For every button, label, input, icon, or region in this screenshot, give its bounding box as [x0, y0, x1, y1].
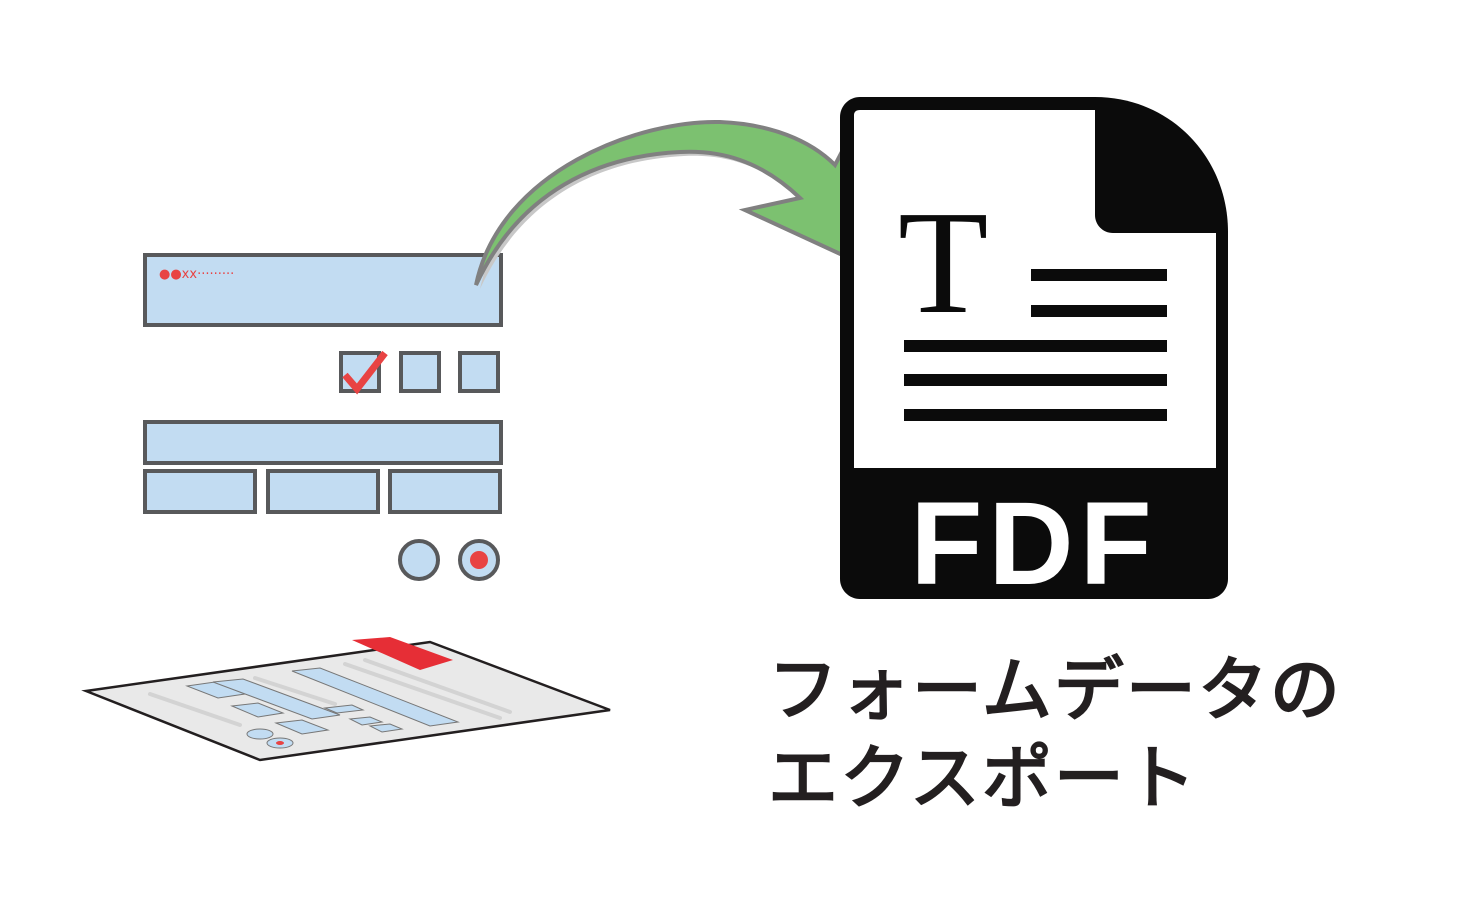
text-line — [904, 374, 1167, 386]
checkbox-unchecked — [458, 351, 500, 393]
radio-unselected — [398, 539, 440, 581]
text-line — [1031, 269, 1167, 281]
caption-line-1: フォームデータの — [768, 649, 1342, 731]
radio-dot-icon — [470, 551, 488, 569]
text-line — [904, 409, 1167, 421]
checkbox-checked — [339, 350, 388, 395]
file-type-label: FDF — [910, 478, 1158, 610]
checkmark-icon — [342, 350, 388, 395]
masked-field-text: ●●xx········· — [159, 267, 235, 282]
wide-text-field — [143, 420, 503, 465]
form-illustration: ●●xx········· — [0, 0, 640, 800]
checkbox-unchecked — [399, 351, 441, 393]
caption: フォームデータの エクスポート — [768, 646, 1342, 822]
short-text-field — [266, 469, 380, 514]
masked-text-field: ●●xx········· — [143, 253, 503, 327]
caption-line-2: エクスポート — [768, 737, 1198, 819]
text-line — [1031, 305, 1167, 317]
text-line — [904, 340, 1167, 352]
short-text-field — [388, 469, 502, 514]
fdf-file-icon: T FDF — [840, 97, 1228, 603]
radio-selected — [458, 539, 500, 581]
paper-form-icon — [81, 637, 611, 762]
text-glyph-icon: T — [898, 181, 989, 345]
short-text-field — [143, 469, 257, 514]
